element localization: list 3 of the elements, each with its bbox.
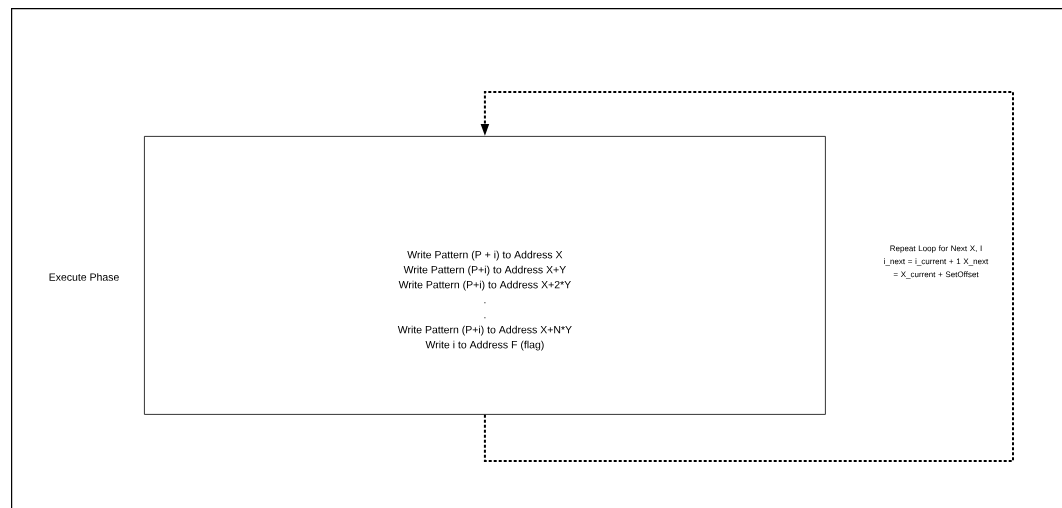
process-box: Write Pattern (P + i) to Address X Write Pattern (P+i) to Address X+Y Write Pattern (P+i) to Address X+2*Y . . Write Pattern (P+i) to Address X+N*Y Write i to Address F (flag) <box>144 136 826 415</box>
phase-label: Execute Phase <box>49 273 119 281</box>
edge-label: Repeat Loop for Next X, I i_next = i_current + 1 X_next = X_current + SetOffset <box>879 244 993 280</box>
